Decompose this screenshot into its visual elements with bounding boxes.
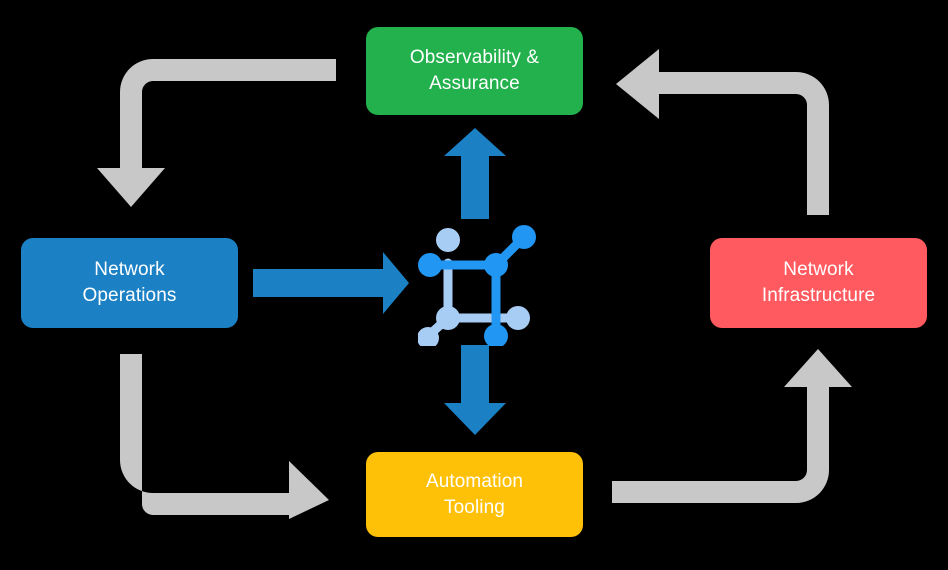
node-box-network-infrastructure[interactable]: Network Infrastructure bbox=[710, 238, 927, 328]
gray-arrow-bottom-right bbox=[612, 349, 852, 503]
node-box-observability[interactable]: Observability & Assurance bbox=[366, 27, 583, 115]
node-box-network-operations[interactable]: Network Operations bbox=[21, 238, 238, 328]
network-topology-icon bbox=[418, 225, 536, 346]
blue-arrow-up bbox=[444, 128, 506, 219]
blue-arrow-down bbox=[444, 345, 506, 435]
node-box-automation-tooling[interactable]: Automation Tooling bbox=[366, 452, 583, 537]
gray-arrow-top-left bbox=[97, 59, 336, 207]
gray-arrow-bottom-left bbox=[120, 354, 329, 519]
blue-arrow-right bbox=[253, 252, 409, 314]
gray-arrow-top-right bbox=[616, 49, 829, 215]
